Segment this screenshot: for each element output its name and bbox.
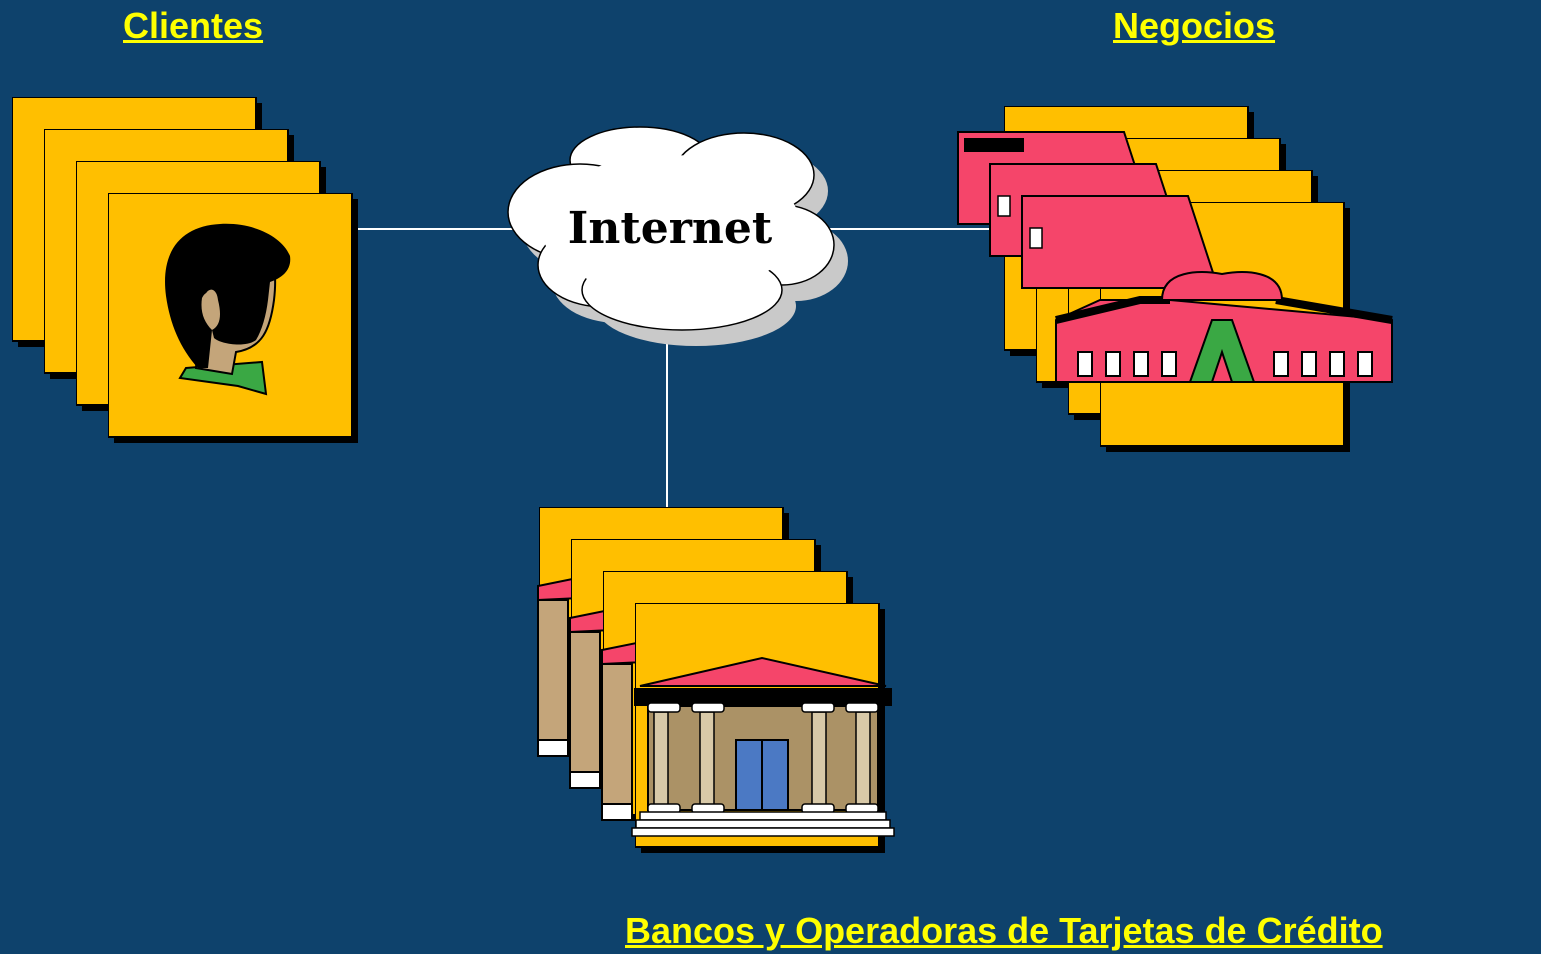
store-icon <box>1055 271 1393 383</box>
negocios-stack <box>957 106 1393 452</box>
clientes-stack <box>12 97 358 443</box>
bank-icon <box>631 656 895 837</box>
internet-cloud: Internet <box>507 126 848 346</box>
internet-label: Internet <box>568 203 773 254</box>
clientes-label: Clientes <box>123 5 264 46</box>
bancos-stack <box>537 507 895 853</box>
negocios-label: Negocios <box>1113 5 1276 46</box>
bancos-label: Bancos y Operadoras de Tarjetas de Crédi… <box>625 910 1383 951</box>
person-icon <box>165 223 291 396</box>
